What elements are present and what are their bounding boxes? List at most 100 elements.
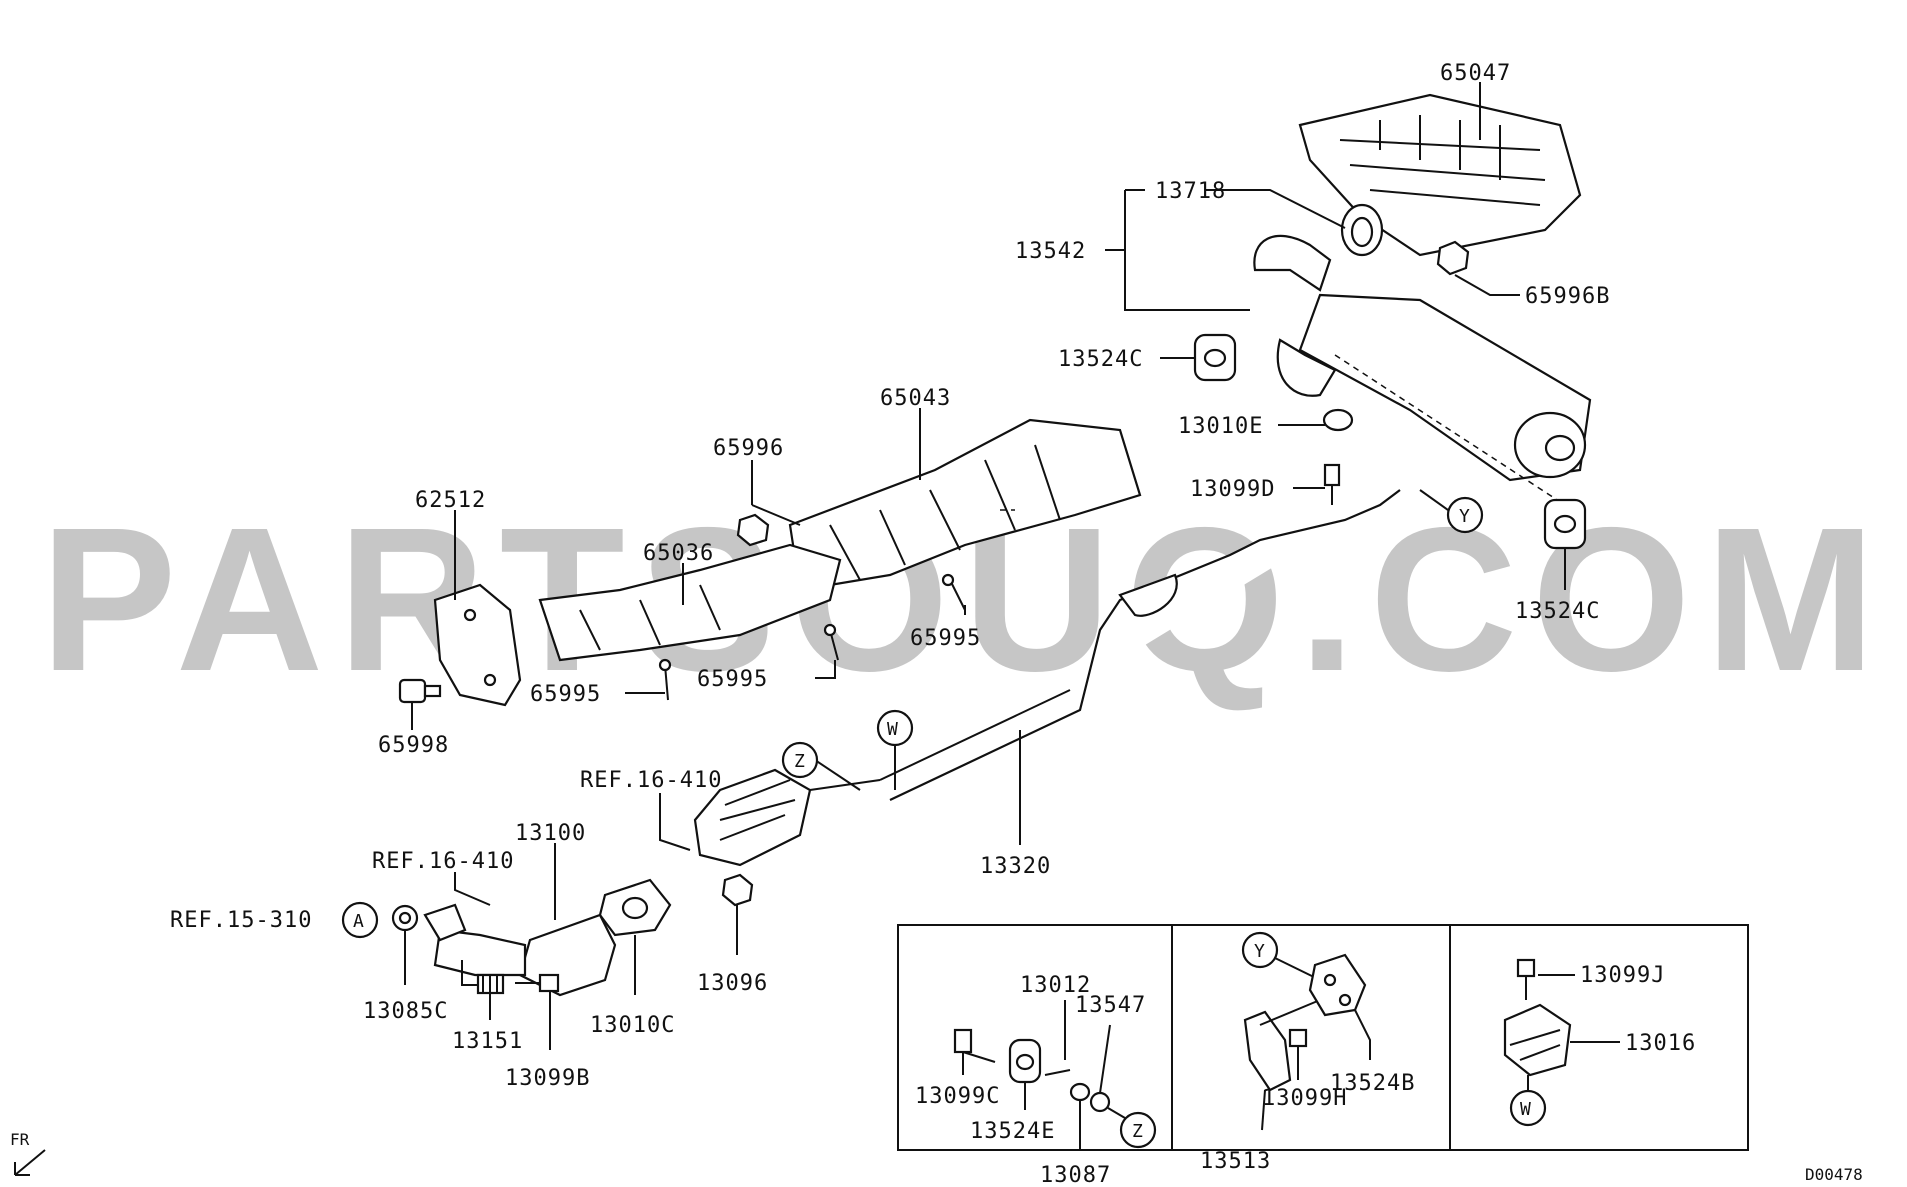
- label-13087: 13087: [1040, 1163, 1111, 1187]
- label-62512: 62512: [415, 488, 486, 513]
- clamp-13718: [1340, 203, 1384, 257]
- label-13542: 13542: [1015, 239, 1086, 264]
- label-65998: 65998: [378, 733, 449, 758]
- label-65047: 65047: [1440, 61, 1511, 86]
- label-13524e: 13524E: [970, 1119, 1055, 1144]
- bolt-13099d: [1323, 463, 1341, 505]
- callout-w-detail-text: W: [1520, 1099, 1531, 1120]
- pin-13012: [1044, 1069, 1071, 1076]
- label-13099h: 13099H: [1262, 1086, 1347, 1111]
- detail-panel: [897, 924, 1749, 1151]
- label-13099b: 13099B: [505, 1066, 590, 1091]
- clip-65995-b: [823, 623, 839, 661]
- ref-16-410-upper: REF.16-410: [580, 768, 722, 793]
- nut-13096: [721, 873, 754, 907]
- label-13099d: 13099D: [1190, 477, 1275, 502]
- hanger-13524c-upper: [1193, 333, 1237, 382]
- bracket-62512: [433, 583, 522, 707]
- callout-z-main: [781, 741, 819, 779]
- callout-y-detail-text: Y: [1254, 941, 1265, 962]
- leader-65996-b: [751, 504, 801, 526]
- callout-w-main: [876, 709, 914, 747]
- label-13012: 13012: [1020, 973, 1091, 998]
- washer-13087: [1069, 1082, 1091, 1102]
- clip-65995-a: [941, 573, 966, 611]
- leader-13542: [1124, 250, 1250, 311]
- bolt-13099c: [953, 1028, 996, 1063]
- callout-z-detail-text: Z: [1132, 1121, 1143, 1142]
- label-13016: 13016: [1625, 1031, 1696, 1056]
- callout-y-main-text: Y: [1459, 506, 1470, 527]
- label-13096: 13096: [697, 971, 768, 996]
- label-13099c: 13099C: [915, 1084, 1000, 1109]
- leader-13151-b: [461, 960, 478, 986]
- callout-a-text: A: [353, 911, 364, 932]
- catalytic-converter-rear: [693, 768, 881, 867]
- ref-16-410-lower: REF.16-410: [372, 849, 514, 874]
- hanger-13524b: [1308, 953, 1367, 1017]
- leader-z-detail: [1107, 1107, 1126, 1119]
- label-13718: 13718: [1155, 179, 1226, 204]
- ref-15-310: REF.15-310: [170, 908, 312, 933]
- clip-65995-c: [658, 658, 672, 701]
- callout-a: [341, 901, 379, 939]
- callout-z-detail: [1119, 1111, 1157, 1149]
- gasket-13010e: [1322, 408, 1354, 432]
- label-13151: 13151: [452, 1029, 523, 1054]
- catalytic-converter-front: [423, 903, 617, 997]
- label-13320: 13320: [980, 854, 1051, 879]
- label-65996: 65996: [713, 436, 784, 461]
- bolt-13099j: [1516, 958, 1536, 1000]
- leader-65996b: [1454, 274, 1520, 296]
- label-65043: 65043: [880, 386, 951, 411]
- hanger-13016: [1503, 1003, 1572, 1077]
- heat-protector-center: [788, 418, 1142, 592]
- label-13524b: 13524B: [1330, 1071, 1415, 1096]
- main-muffler: [1253, 234, 1592, 482]
- label-13524c-upper: 13524C: [1058, 347, 1143, 372]
- label-13547: 13547: [1075, 993, 1146, 1018]
- nut-65996b: [1436, 240, 1470, 276]
- label-13010e: 13010E: [1178, 414, 1263, 439]
- leader-13547: [1099, 1024, 1111, 1094]
- callout-w-main-text: W: [887, 719, 898, 740]
- heat-protector-front: [538, 543, 842, 662]
- ring-13085c: [391, 904, 419, 932]
- leader-y-main: [1419, 489, 1449, 511]
- leader-65995-b: [815, 660, 836, 679]
- bracket-13513: [1243, 999, 1321, 1092]
- label-13010c: 13010C: [590, 1013, 675, 1038]
- leader-13513: [1261, 1089, 1266, 1131]
- label-13524c-lower: 13524C: [1515, 599, 1600, 624]
- label-13085c: 13085C: [363, 999, 448, 1024]
- leader-ref-16-410-lower: [454, 872, 491, 906]
- callout-y-detail: [1241, 931, 1279, 969]
- hanger-dash-line: [1334, 354, 1566, 506]
- label-13100: 13100: [515, 821, 586, 846]
- label-65996b: 65996B: [1525, 284, 1610, 309]
- hanger-13524c-lower: [1543, 498, 1587, 550]
- leader-13718: [1205, 189, 1346, 229]
- label-65995-c: 65995: [530, 682, 601, 707]
- label-13099j: 13099J: [1580, 963, 1665, 988]
- spring-13151: [476, 973, 505, 995]
- fr-label: FR: [10, 1130, 30, 1149]
- leader-13524b: [1354, 1009, 1371, 1060]
- leader-ref-16-410-upper: [659, 793, 691, 851]
- label-65036: 65036: [643, 541, 714, 566]
- callout-z-main-text: Z: [794, 751, 805, 772]
- callout-y-main: [1446, 496, 1484, 534]
- diagram-code: D00478: [1805, 1165, 1863, 1184]
- ring-13547: [1089, 1091, 1111, 1113]
- fr-arrow-icon: [14, 1149, 46, 1176]
- leader-z-main: [814, 759, 861, 791]
- gasket-13010c: [598, 878, 672, 937]
- front-pipe-13320: [879, 489, 1401, 801]
- nut-65996: [736, 513, 770, 547]
- hanger-13524e: [1008, 1038, 1042, 1084]
- bolt-13099h: [1288, 1028, 1308, 1060]
- label-65995-b: 65995: [697, 667, 768, 692]
- label-65995-a: 65995: [910, 626, 981, 651]
- label-13513: 13513: [1200, 1149, 1271, 1174]
